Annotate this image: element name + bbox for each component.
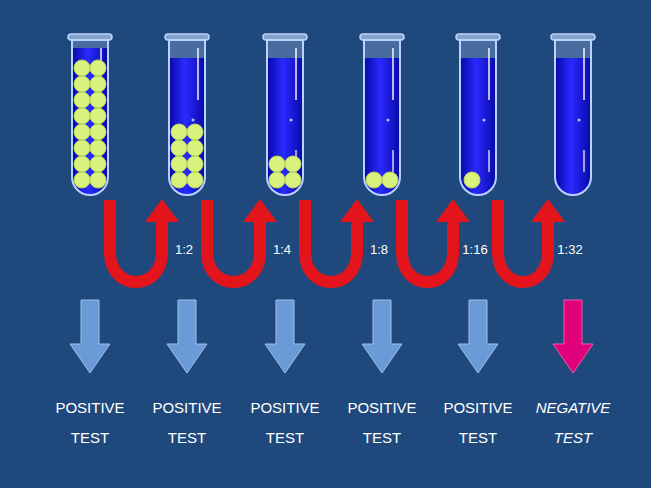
test-tube — [360, 34, 404, 195]
test-result: NEGATIVE TEST — [528, 393, 618, 453]
test-tube — [551, 34, 595, 195]
antibody-particle — [171, 172, 187, 188]
test-result: POSITIVE TEST — [337, 393, 427, 453]
antibody-particle — [187, 156, 203, 172]
antibody-particle — [269, 172, 285, 188]
result-arrow — [70, 300, 110, 373]
dilution-ratio: 1:4 — [273, 242, 291, 258]
transfer-arrow — [305, 199, 374, 282]
test-tube — [68, 34, 112, 195]
antibody-particle — [90, 124, 106, 140]
result-arrow — [458, 300, 498, 373]
antibody-particle — [90, 60, 106, 76]
transfer-arrow — [498, 199, 565, 282]
antibody-particle — [90, 76, 106, 92]
result-arrow — [265, 300, 305, 373]
antibody-particle — [90, 156, 106, 172]
result-arrow — [167, 300, 207, 373]
transfer-arrow — [110, 199, 179, 282]
dilution-ratio: 1:16 — [462, 242, 487, 258]
antibody-particle — [187, 172, 203, 188]
antibody-particle — [74, 156, 90, 172]
antibody-particle — [74, 124, 90, 140]
test-result: POSITIVE TEST — [240, 393, 330, 453]
antibody-particle — [74, 76, 90, 92]
antibody-particle — [90, 172, 106, 188]
antibody-particle — [74, 92, 90, 108]
test-result: POSITIVE TEST — [433, 393, 523, 453]
antibody-particle — [90, 92, 106, 108]
antibody-particle — [187, 140, 203, 156]
test-tube — [263, 34, 307, 195]
antibody-particle — [285, 156, 301, 172]
antibody-particle — [171, 156, 187, 172]
test-tube — [456, 34, 500, 195]
test-result: POSITIVE TEST — [45, 393, 135, 453]
antibody-particle — [269, 156, 285, 172]
test-tube — [165, 34, 209, 195]
antibody-particle — [187, 124, 203, 140]
dilution-ratio: 1:32 — [557, 242, 582, 258]
antibody-particle — [464, 172, 480, 188]
result-arrow — [553, 300, 593, 373]
antibody-particle — [90, 108, 106, 124]
antibody-particle — [285, 172, 301, 188]
transfer-arrow — [207, 199, 277, 282]
dilution-ratio: 1:8 — [370, 242, 388, 258]
antibody-particle — [74, 172, 90, 188]
dilution-ratio: 1:2 — [175, 242, 193, 258]
antibody-particle — [74, 108, 90, 124]
transfer-arrow — [402, 199, 470, 282]
antibody-particle — [366, 172, 382, 188]
test-result: POSITIVE TEST — [142, 393, 232, 453]
antibody-particle — [90, 140, 106, 156]
antibody-particle — [382, 172, 398, 188]
antibody-particle — [74, 140, 90, 156]
result-arrow — [362, 300, 402, 373]
antibody-particle — [171, 140, 187, 156]
antibody-particle — [74, 60, 90, 76]
antibody-particle — [171, 124, 187, 140]
